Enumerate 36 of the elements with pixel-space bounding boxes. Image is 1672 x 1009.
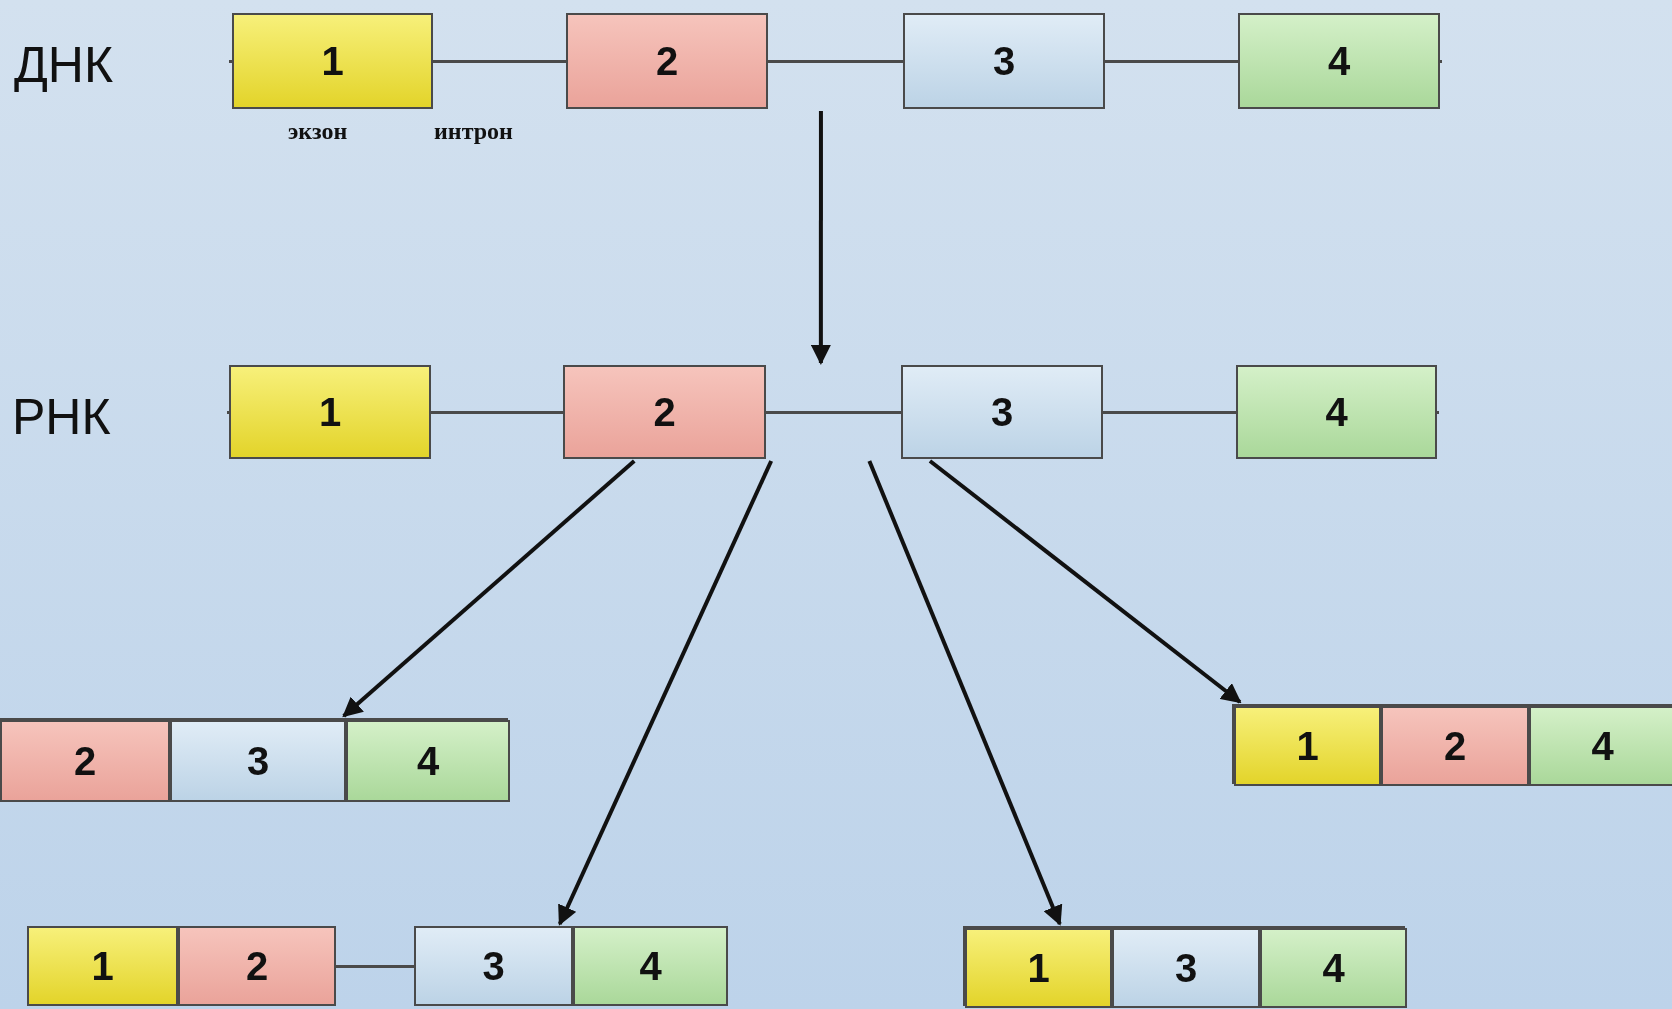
exon-box: 2 (178, 926, 336, 1006)
exon-box: 2 (563, 365, 766, 459)
exon-box: 3 (170, 720, 346, 802)
exon-box: 4 (1529, 706, 1672, 786)
mrna-strand (1232, 704, 1672, 784)
exon-box: 1 (232, 13, 433, 109)
exon-box: 2 (566, 13, 768, 109)
arrow (867, 460, 1063, 926)
exon-box: 3 (1112, 928, 1260, 1008)
exon-box: 1 (27, 926, 178, 1006)
exon-box: 3 (901, 365, 1103, 459)
gene-strand (227, 365, 1439, 459)
gene-strand (229, 13, 1442, 109)
exon-box: 1 (965, 928, 1112, 1008)
exon-box: 4 (1260, 928, 1407, 1008)
exon-box: 2 (1381, 706, 1529, 786)
exon-box: 3 (414, 926, 573, 1006)
row-label: РНК (12, 388, 111, 446)
exon-box: 4 (1238, 13, 1440, 109)
exon-box: 4 (573, 926, 728, 1006)
exon-box: 3 (903, 13, 1105, 109)
gene-strand (27, 926, 728, 1006)
mrna-strand (963, 926, 1405, 1006)
mrna-strand (0, 718, 508, 800)
arrow (342, 459, 636, 718)
row-label: ДНК (14, 36, 114, 94)
exon-box: 2 (0, 720, 170, 802)
arrow (928, 459, 1242, 704)
annotation-label: интрон (434, 118, 513, 145)
exon-box: 4 (1236, 365, 1437, 459)
exon-box: 1 (229, 365, 431, 459)
arrow (810, 111, 831, 365)
arrow (557, 460, 773, 926)
annotation-label: экзон (288, 118, 348, 145)
exon-box: 4 (346, 720, 510, 802)
exon-box: 1 (1234, 706, 1381, 786)
